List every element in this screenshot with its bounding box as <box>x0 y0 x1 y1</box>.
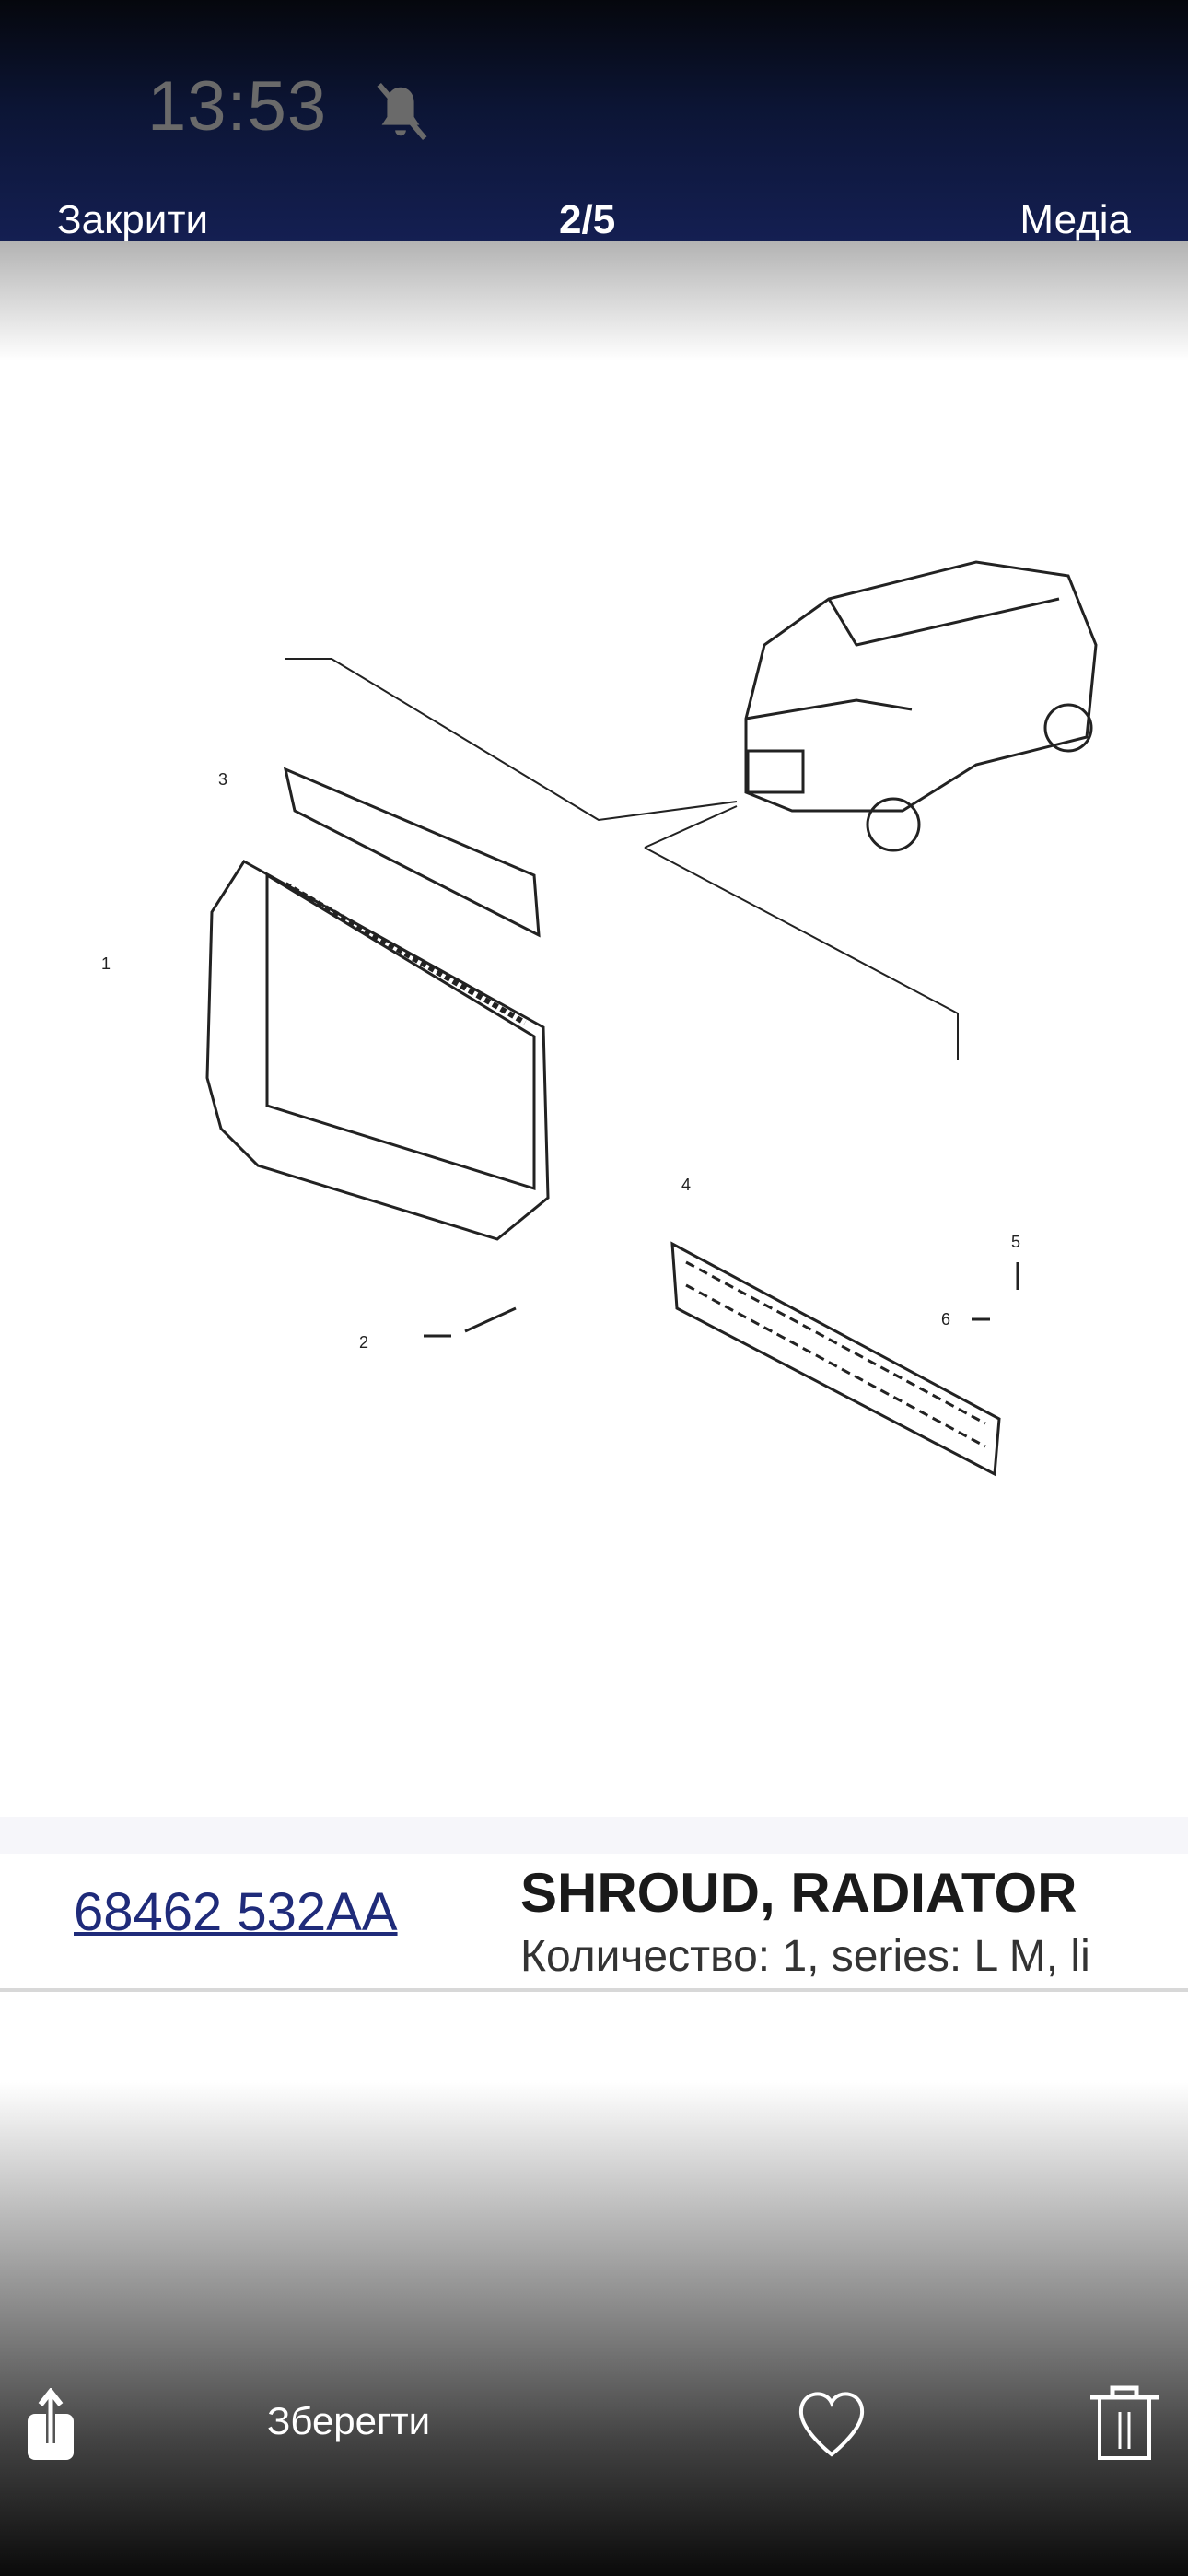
clips <box>972 1262 1019 1321</box>
bolt <box>424 1306 517 1338</box>
header: 13:53 Закрити 2/5 Медіа <box>0 0 1188 242</box>
seal-part <box>283 767 541 938</box>
status-time: 13:53 <box>147 67 328 146</box>
strip-background <box>0 1817 1188 1854</box>
leader-lines <box>285 658 959 1060</box>
share-icon[interactable] <box>24 2388 77 2462</box>
save-button[interactable]: Зберегти <box>267 2399 431 2442</box>
callout-4: 4 <box>681 1176 691 1194</box>
parts-diagram[interactable]: 1 2 3 4 5 6 <box>0 516 1188 1511</box>
heart-icon[interactable] <box>794 2388 869 2458</box>
close-button[interactable]: Закрити <box>57 197 209 242</box>
callout-6: 6 <box>941 1310 950 1329</box>
callout-5: 5 <box>1011 1233 1020 1251</box>
bottom-toolbar <box>0 2082 1188 2576</box>
callout-1: 1 <box>101 954 111 973</box>
page-counter: 2/5 <box>559 197 616 242</box>
part-description: Количество: 1, series: L M, li <box>520 1932 1090 1981</box>
active-grille-shutter <box>670 1241 1001 1477</box>
callout-3: 3 <box>218 770 227 789</box>
vehicle-illustration <box>744 560 1098 852</box>
media-button[interactable]: Медіа <box>1019 197 1131 242</box>
bell-slash-icon <box>377 82 427 141</box>
part-number-link[interactable]: 68462 532AA <box>74 1882 398 1942</box>
trash-icon[interactable] <box>1087 2384 1162 2464</box>
callout-2: 2 <box>359 1333 368 1352</box>
part-row: 68462 532AA SHROUD, RADIATOR Количество:… <box>0 1854 1188 1992</box>
part-title: SHROUD, RADIATOR <box>520 1862 1077 1924</box>
radiator-shroud <box>205 860 550 1241</box>
top-fade <box>0 241 1188 361</box>
